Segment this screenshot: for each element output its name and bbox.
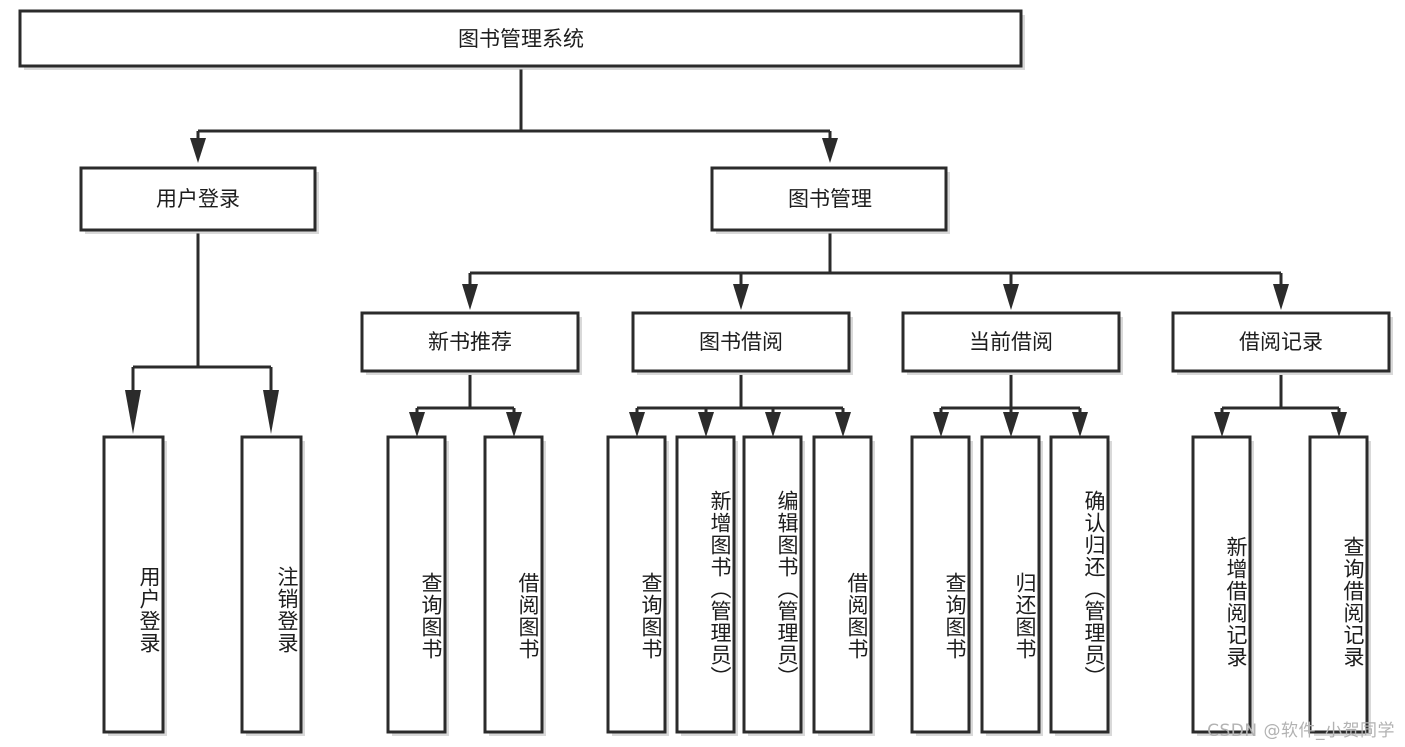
node-borrow-record-label: 借阅记录: [1239, 330, 1323, 354]
leaf-add-book-admin[interactable]: [675, 435, 736, 734]
arrow-head-leaf-query-book-current: [933, 412, 949, 437]
arrow-head-leaf-query-borrow-record: [1331, 412, 1347, 437]
arrow-head-leaf-query-book-recommend: [409, 412, 425, 437]
node-book-borrow[interactable]: [631, 311, 851, 373]
node-current-borrow[interactable]: [901, 311, 1121, 373]
node-borrow-record[interactable]: [1171, 311, 1391, 373]
arrow-head-leaf-add-borrow-record: [1214, 412, 1230, 437]
arrow-head-book-borrow: [733, 284, 749, 310]
leaf-borrow-book-recommend[interactable]: [483, 435, 544, 734]
leaf-logout[interactable]: [240, 435, 303, 734]
leaf-edit-book-admin[interactable]: [742, 435, 803, 734]
arrow-head-user-login: [190, 138, 206, 163]
node-new-book-recommend-label: 新书推荐: [428, 330, 512, 354]
arrow-head-leaf-return-book: [1003, 412, 1019, 437]
leaf-query-book-recommend[interactable]: [386, 435, 447, 734]
node-book-management-label: 图书管理: [788, 187, 872, 211]
arrow-head-leaf-logout: [263, 390, 279, 434]
arrow-head-leaf-confirm-return-admin: [1072, 412, 1088, 437]
arrow-head-leaf-borrow-book-recommend: [506, 412, 522, 437]
leaf-query-book-current[interactable]: [910, 435, 971, 734]
leaf-query-borrow-record[interactable]: [1308, 435, 1369, 734]
node-layer: 图书管理系统 用户登录 图书管理 新书推荐 图书借阅 当前借阅 借阅记录: [18, 9, 1393, 736]
arrow-head-leaf-edit-book-admin: [765, 412, 781, 437]
leaf-query-book-borrow[interactable]: [606, 435, 667, 734]
leaf-confirm-return-admin[interactable]: [1049, 435, 1110, 734]
node-book-borrow-label: 图书借阅: [699, 330, 783, 354]
arrow-head-leaf-borrow-book: [835, 412, 851, 437]
csdn-watermark: CSDN @软件_小贺同学: [1207, 721, 1395, 741]
leaf-borrow-book[interactable]: [812, 435, 873, 734]
node-current-borrow-label: 当前借阅: [969, 330, 1053, 354]
node-root-label: 图书管理系统: [458, 27, 584, 51]
leaf-add-borrow-record[interactable]: [1191, 435, 1252, 734]
node-new-book-recommend[interactable]: [360, 311, 580, 373]
arrow-head-leaf-query-book-borrow: [629, 412, 645, 437]
arrow-head-leaf-user-login: [125, 390, 141, 434]
arrow-head-current-borrow: [1003, 284, 1019, 310]
leaf-user-login[interactable]: [102, 435, 165, 734]
leaf-return-book[interactable]: [980, 435, 1041, 734]
connector-layer: [125, 69, 1347, 437]
node-book-management[interactable]: [710, 166, 948, 232]
node-user-login[interactable]: [79, 166, 317, 232]
arrow-head-new-book-recommend: [462, 284, 478, 310]
arrow-head-borrow-record: [1273, 284, 1289, 310]
arrow-head-leaf-add-book-admin: [698, 412, 714, 437]
node-root-system[interactable]: [18, 9, 1023, 68]
arrow-head-book-management: [822, 138, 838, 163]
node-user-login-label: 用户登录: [156, 187, 240, 211]
